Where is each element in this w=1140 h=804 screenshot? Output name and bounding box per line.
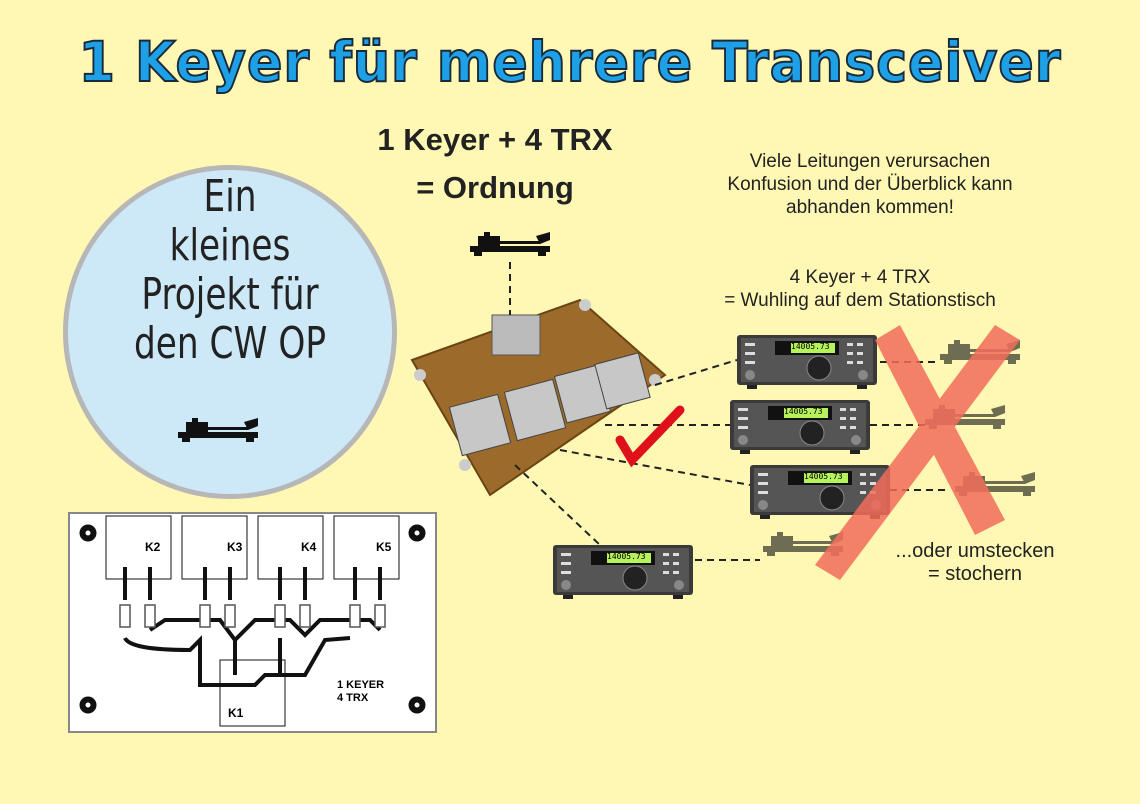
confusion-note: Viele Leitungen verursachen Konfusion un… <box>700 150 1040 219</box>
pcb-label: 1 KEYER 4 TRX <box>337 679 384 705</box>
circle-line: Projekt für <box>141 269 319 320</box>
project-circle <box>63 165 397 499</box>
poster-title: 1 Keyer für mehrere Transceiver <box>78 29 1062 95</box>
note-line: = stochern <box>928 563 1022 585</box>
note-line: = Wuhling auf dem Stationstisch <box>724 290 996 311</box>
circle-line: Ein <box>203 171 257 222</box>
radio-display: 14005.73 <box>804 472 843 481</box>
cross-icon <box>815 325 1020 580</box>
ordnung-line2: = Ordnung <box>416 170 574 205</box>
note-line: Viele Leitungen verursachen <box>749 151 991 172</box>
wuhling-note: 4 Keyer + 4 TRX = Wuhling auf dem Statio… <box>700 266 1020 312</box>
relay-label: K4 <box>301 540 317 554</box>
pcb-drawing <box>79 515 426 727</box>
note-line: 4 Keyer + 4 TRX <box>789 267 931 288</box>
morse-key-icon <box>470 232 550 256</box>
keyer-board-photo <box>410 298 667 497</box>
stochern-note: ...oder umstecken = stochern <box>870 540 1080 586</box>
note-line: abhanden kommen! <box>786 197 954 218</box>
radio-display: 14005.73 <box>784 407 823 416</box>
relay-label: K2 <box>145 540 161 554</box>
circle-line: kleines <box>169 220 291 271</box>
pcb-label-line: 1 KEYER <box>337 679 385 691</box>
project-circle-text: Ein kleines Projekt für den CW OP <box>100 172 361 368</box>
radio-display: 14005.73 <box>791 342 830 351</box>
morse-key-icon <box>178 418 258 442</box>
note-line: Konfusion und der Überblick kann <box>727 174 1013 195</box>
radio-display: 14005.73 <box>607 552 646 561</box>
circle-line: den CW OP <box>133 318 327 369</box>
pcb-label-line: 4 TRX <box>337 692 369 704</box>
relay-label: K3 <box>227 540 243 554</box>
relay-label: K1 <box>228 706 244 720</box>
note-line: ...oder umstecken <box>895 540 1055 562</box>
ordnung-line1: 1 Keyer + 4 TRX <box>377 122 613 157</box>
relay-label: K5 <box>376 540 392 554</box>
checkmark-icon <box>615 405 685 468</box>
